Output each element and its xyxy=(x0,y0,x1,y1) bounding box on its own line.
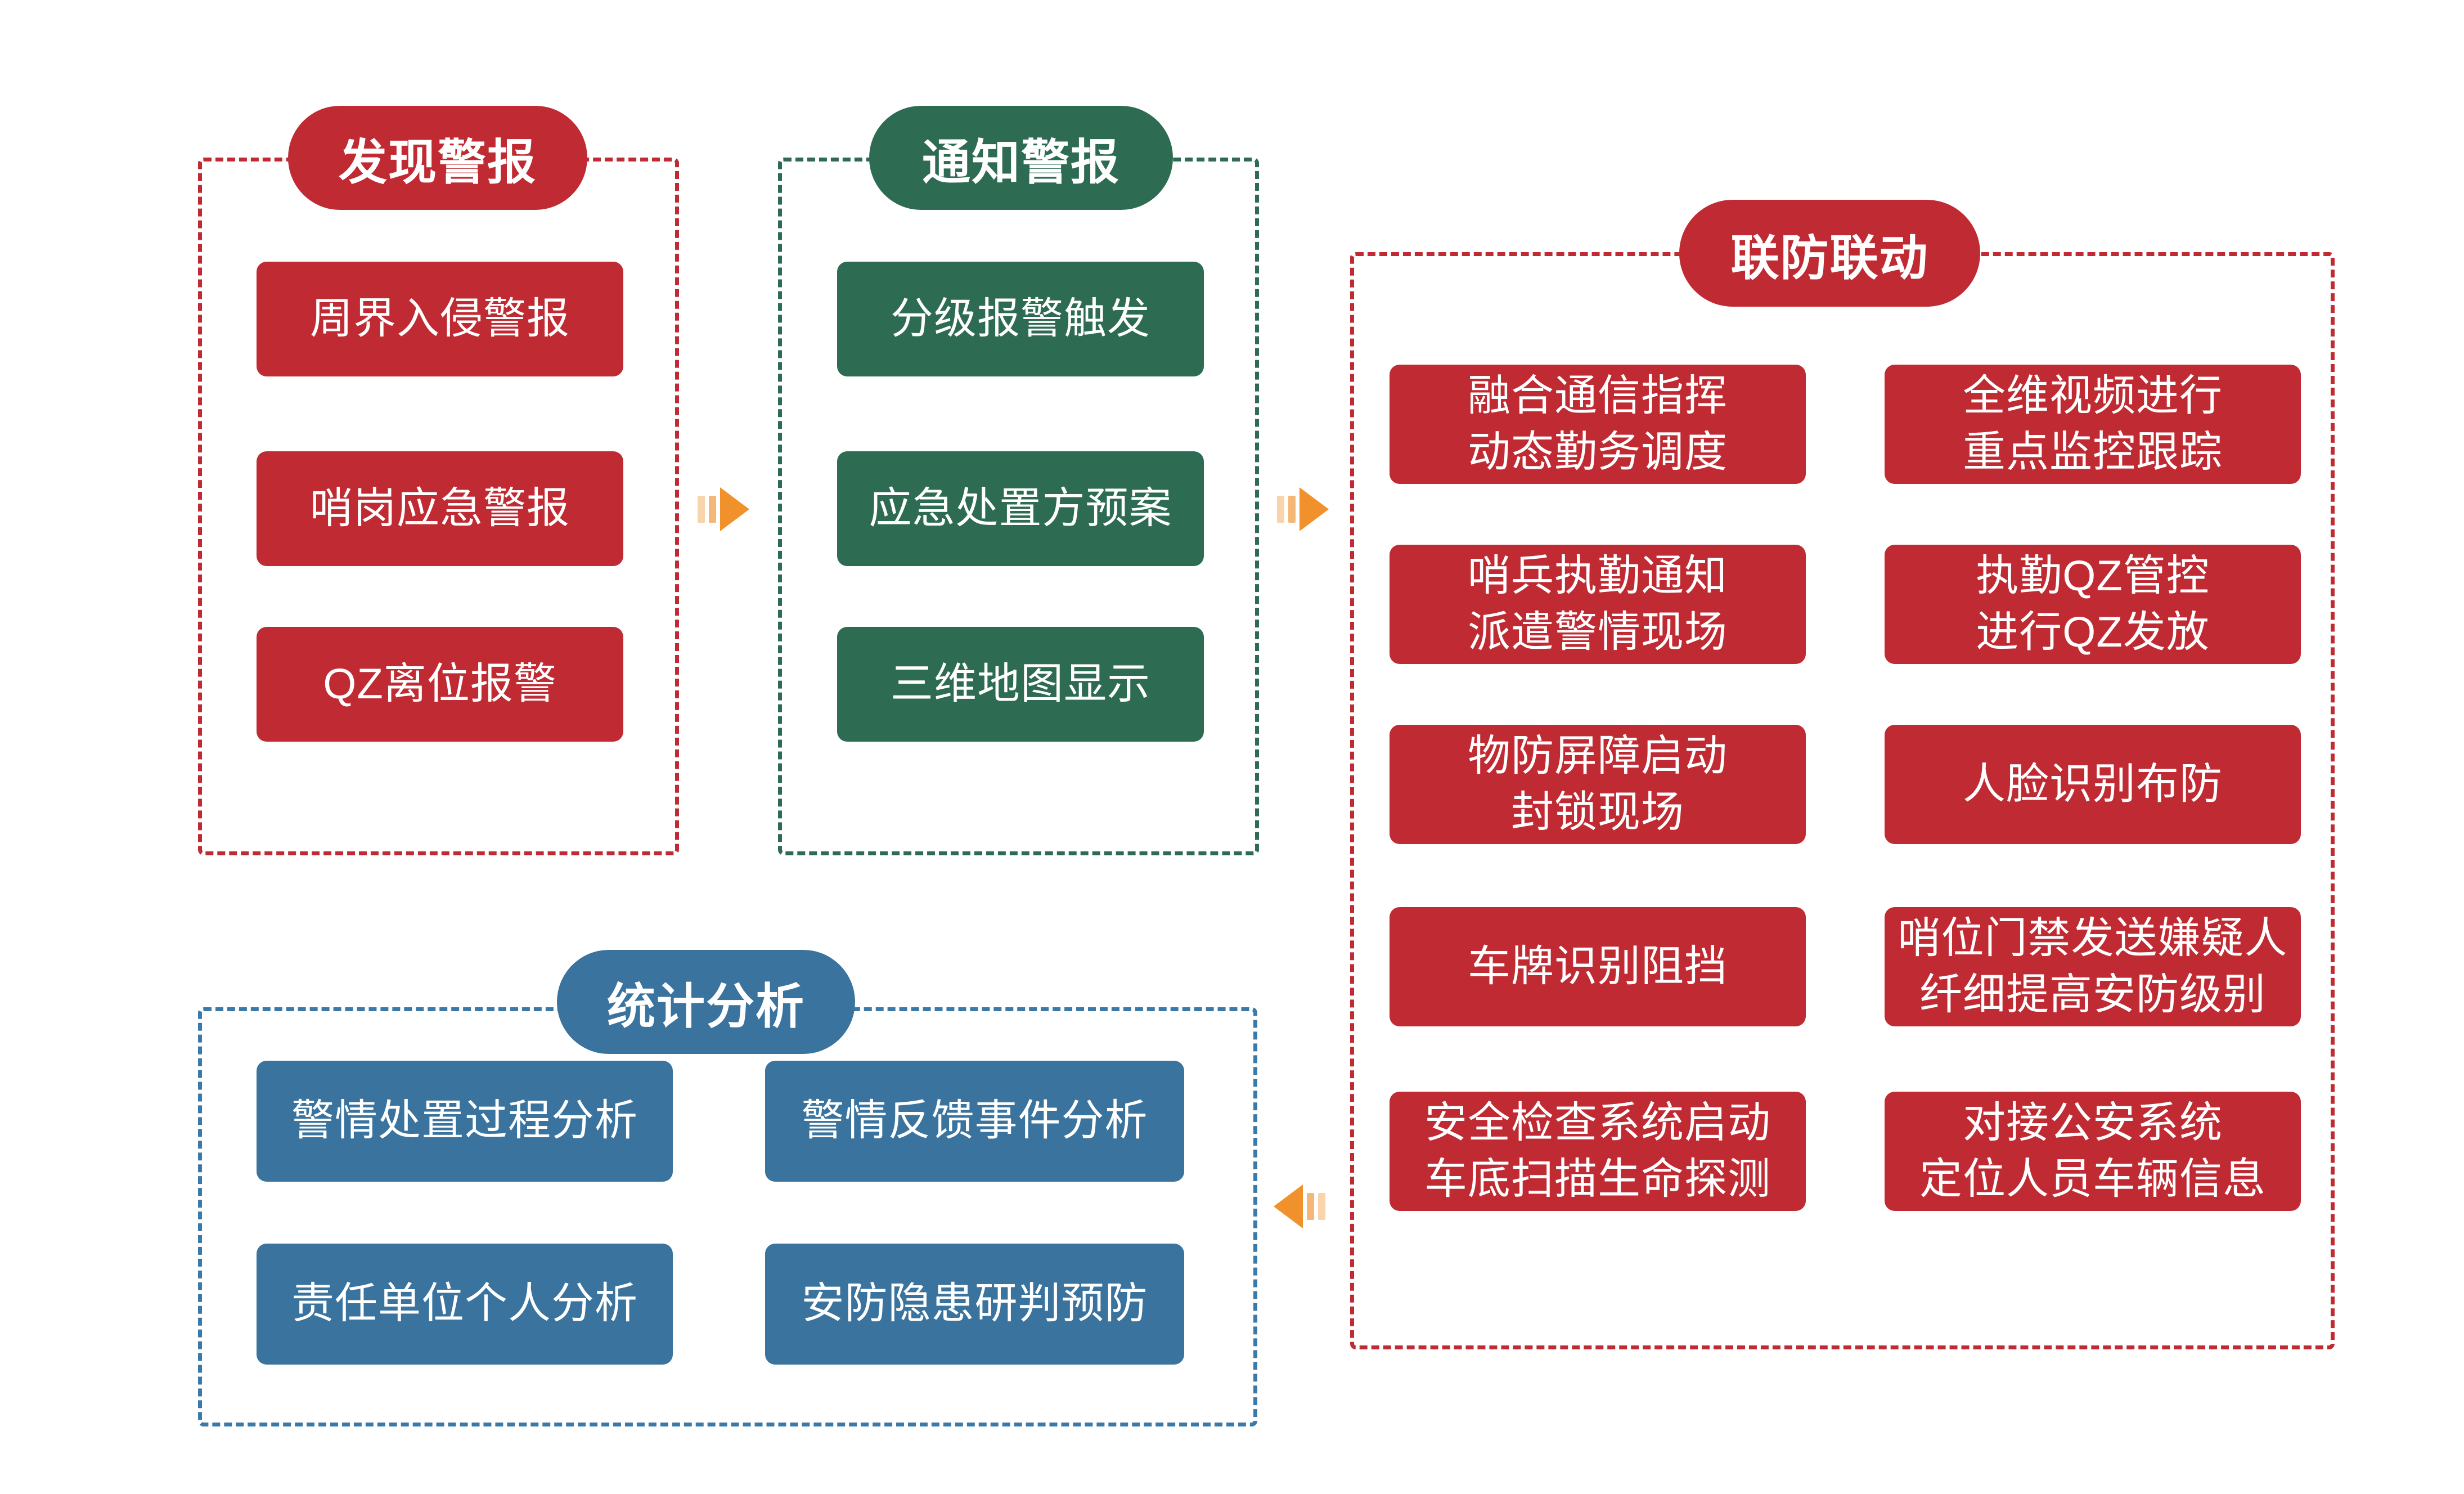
arrow-head xyxy=(1300,487,1329,531)
flow-node: 三维地图显示 xyxy=(837,627,1204,742)
flow-node: 物防屏障启动 封锁现场 xyxy=(1390,725,1806,844)
flow-node: 安全检查系统启动 车底扫描生命探测 xyxy=(1390,1092,1806,1211)
flow-arrow-right-icon xyxy=(698,487,749,531)
flow-node: 周界入侵警报 xyxy=(257,262,623,376)
discover-panel-title: 发现警报 xyxy=(288,106,587,210)
notify-panel-title: 通知警报 xyxy=(869,106,1173,210)
flow-node: QZ离位报警 xyxy=(257,627,623,742)
arrow-stripe xyxy=(709,496,716,523)
flow-node: 应急处置方预案 xyxy=(837,451,1204,566)
flow-node: 分级报警触发 xyxy=(837,262,1204,376)
flow-node: 警情反馈事件分析 xyxy=(765,1061,1184,1182)
arrow-stripe xyxy=(1277,496,1284,523)
flow-node: 融合通信指挥 动态勤务调度 xyxy=(1390,365,1806,484)
arrow-stripe xyxy=(1307,1193,1314,1220)
statistics-panel-title: 统计分析 xyxy=(557,950,855,1054)
arrow-stripe xyxy=(1318,1193,1325,1220)
flow-arrow-right-icon xyxy=(1277,487,1329,531)
flow-node: 对接公安系统 定位人员车辆信息 xyxy=(1885,1092,2301,1211)
flow-node: 执勤QZ管控 进行QZ发放 xyxy=(1885,545,2301,664)
flow-node: 哨位门禁发送嫌疑人 纤细提高安防级别 xyxy=(1885,907,2301,1026)
flow-arrow-left-icon xyxy=(1274,1185,1325,1228)
arrow-head xyxy=(1274,1185,1303,1228)
flow-node: 警情处置过程分析 xyxy=(257,1061,673,1182)
flow-node: 全维视频进行 重点监控跟踪 xyxy=(1885,365,2301,484)
flow-node: 车牌识别阻挡 xyxy=(1390,907,1806,1026)
flow-node: 人脸识别布防 xyxy=(1885,725,2301,844)
flow-node: 安防隐患研判预防 xyxy=(765,1244,1184,1365)
flow-node: 责任单位个人分析 xyxy=(257,1244,673,1365)
arrow-head xyxy=(720,487,749,531)
flow-node: 哨岗应急警报 xyxy=(257,451,623,566)
arrow-stripe xyxy=(698,496,705,523)
arrow-stripe xyxy=(1288,496,1296,523)
flow-node: 哨兵执勤通知 派遣警情现场 xyxy=(1390,545,1806,664)
linkage-panel-title: 联防联动 xyxy=(1679,200,1980,307)
